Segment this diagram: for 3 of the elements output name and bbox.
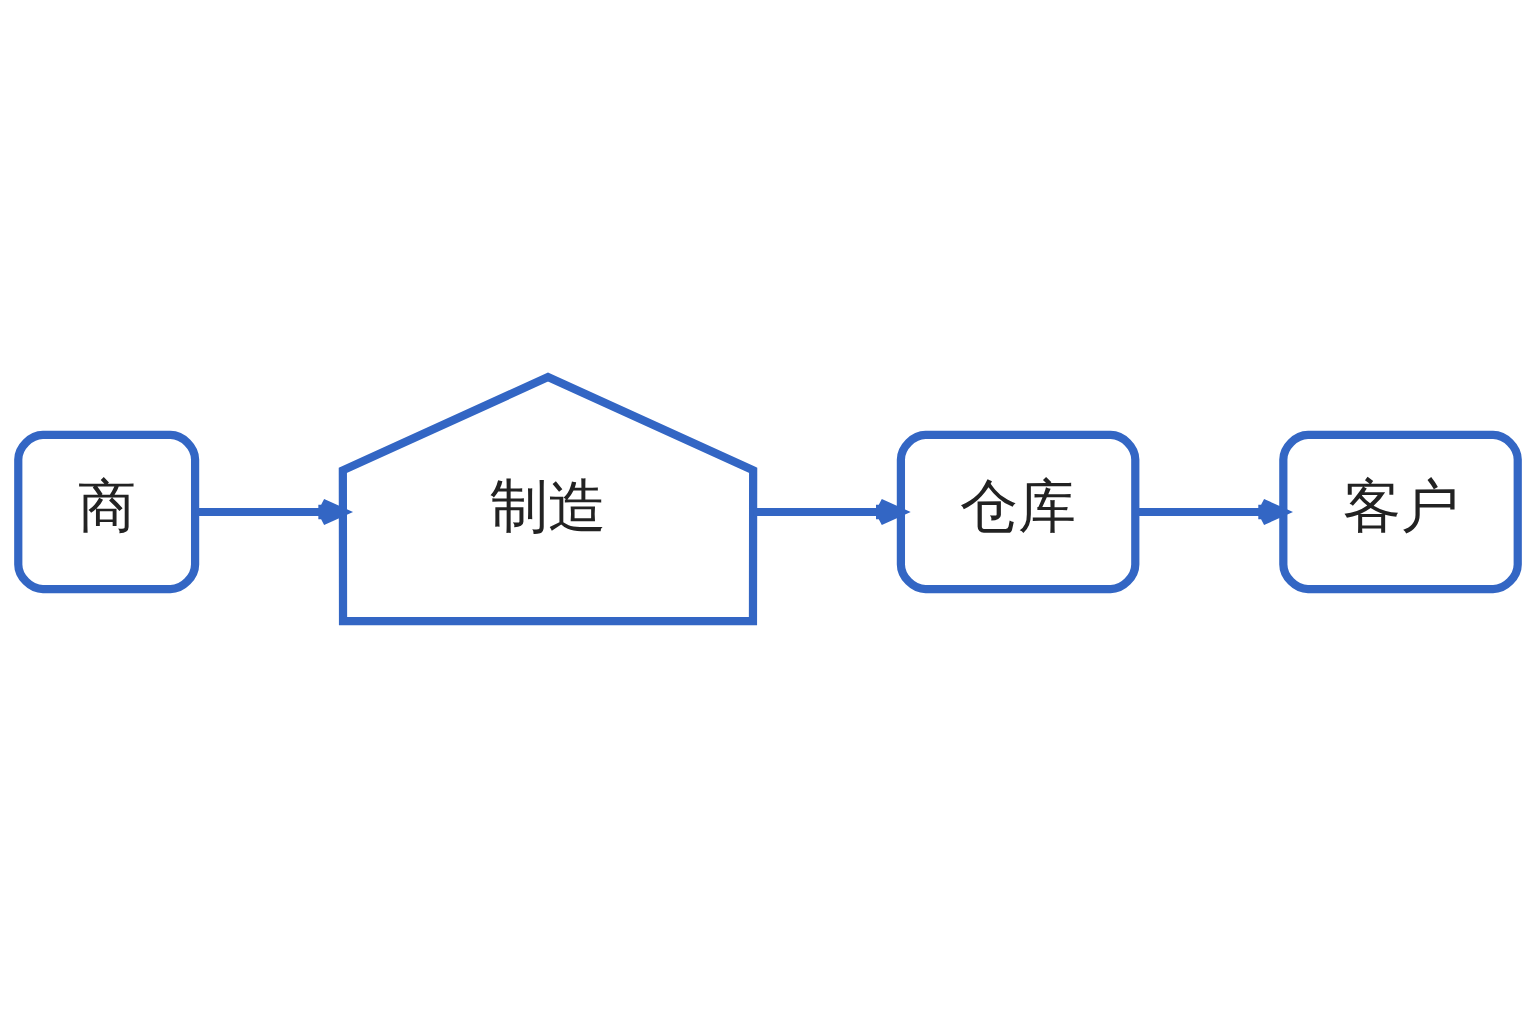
node-box: 仓库 bbox=[896, 430, 1140, 594]
node-box: 客户 bbox=[1279, 430, 1522, 594]
node-box: 商 bbox=[14, 430, 200, 594]
